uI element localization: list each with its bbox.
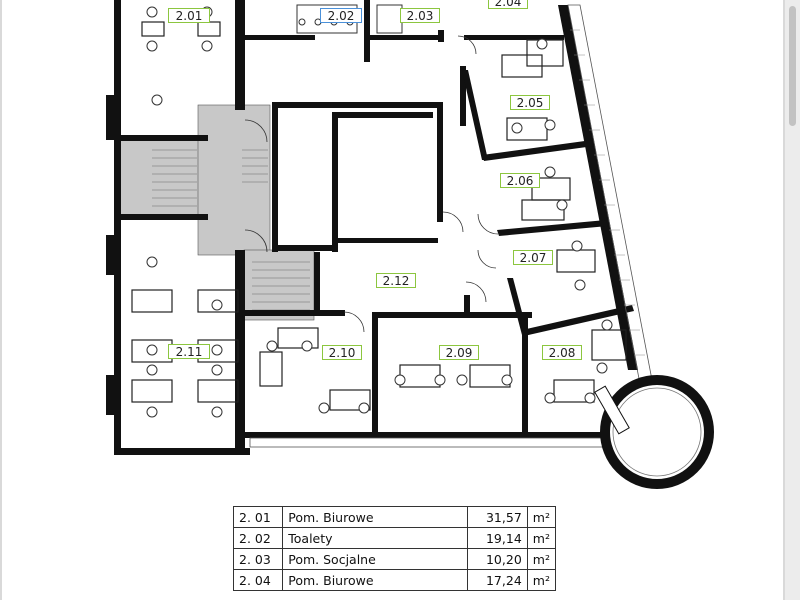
room-label-2-12: 2.12 [376, 273, 416, 288]
room-number: 2. 02 [232, 527, 284, 549]
area-unit: m² [526, 506, 557, 528]
desks [131, 21, 627, 411]
area-unit: m² [526, 527, 557, 549]
room-label-2-03: 2.03 [400, 8, 440, 23]
room-label-2-08: 2.08 [542, 345, 582, 360]
floor-plan [106, 0, 714, 489]
walls [106, 0, 638, 455]
room-name: Pom. Socjalne [282, 548, 469, 570]
room-label-2-05: 2.05 [510, 95, 550, 110]
round-tower [594, 375, 714, 489]
room-area: 10,20 [467, 548, 528, 570]
page-left-edge [0, 0, 2, 600]
vertical-scrollbar[interactable] [785, 0, 800, 600]
area-unit: m² [526, 569, 557, 591]
room-label-2-04: 2.04 [488, 0, 528, 9]
table-row: 2. 01 Pom. Biurowe 31,57 m² [232, 506, 557, 528]
room-area: 31,57 [467, 506, 528, 528]
table-row: 2. 02 Toalety 19,14 m² [232, 527, 557, 549]
room-label-2-02: 2.02 [320, 8, 362, 23]
door-swings [244, 35, 499, 333]
room-number: 2. 01 [232, 506, 284, 528]
room-label-2-10: 2.10 [322, 345, 362, 360]
room-number: 2. 03 [232, 548, 284, 570]
room-number: 2. 04 [232, 569, 284, 591]
room-area-table: 2. 01 Pom. Biurowe 31,57 m² 2. 02 Toalet… [232, 506, 557, 591]
room-area: 17,24 [467, 569, 528, 591]
room-label-2-01: 2.01 [168, 8, 210, 23]
room-area: 19,14 [467, 527, 528, 549]
table-row: 2. 04 Pom. Biurowe 17,24 m² [232, 569, 557, 591]
table-row: 2. 03 Pom. Socjalne 10,20 m² [232, 548, 557, 570]
room-name: Toalety [282, 527, 469, 549]
room-label-2-07: 2.07 [513, 250, 553, 265]
stair-treads [152, 149, 310, 311]
plan-page: 2.01 2.02 2.03 2.04 2.05 2.06 2.07 2.08 … [2, 0, 783, 600]
scrollbar-thumb[interactable] [789, 6, 796, 126]
brick-hatching [570, 29, 645, 356]
chairs [146, 6, 613, 418]
room-name: Pom. Biurowe [282, 569, 469, 591]
area-unit: m² [526, 548, 557, 570]
page-right-edge [783, 0, 785, 600]
room-label-2-06: 2.06 [500, 173, 540, 188]
room-name: Pom. Biurowe [282, 506, 469, 528]
room-label-2-09: 2.09 [439, 345, 479, 360]
room-label-2-11: 2.11 [168, 344, 210, 359]
